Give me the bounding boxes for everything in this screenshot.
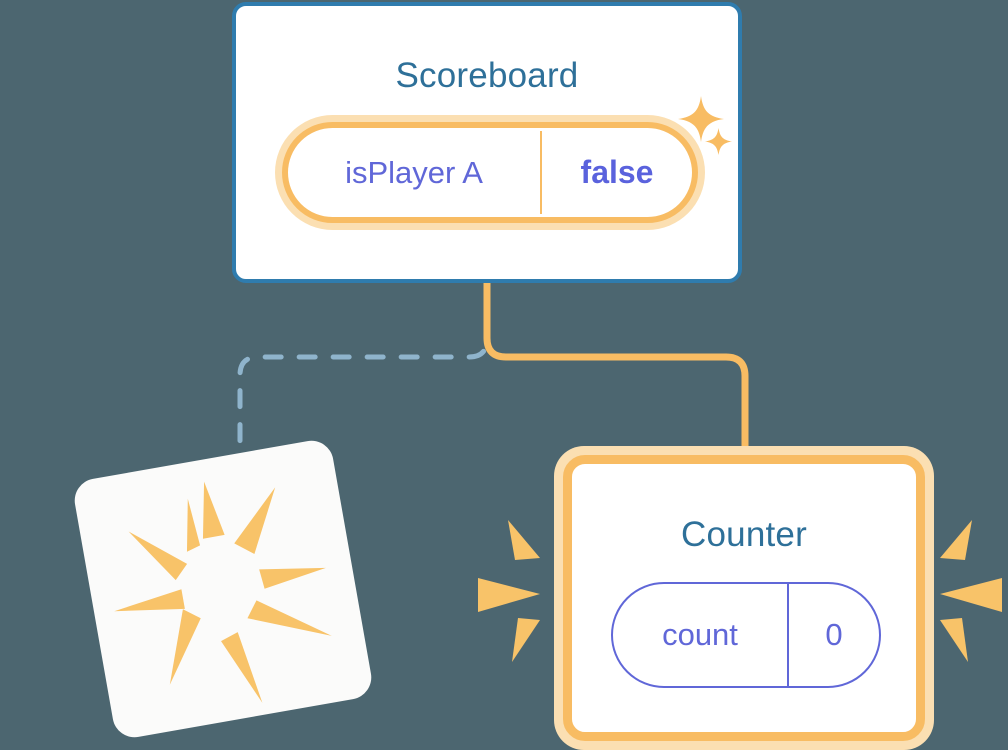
burst-ray	[508, 520, 540, 560]
connector-scoreboard-to-flash	[237, 281, 490, 471]
burst-ray	[512, 618, 540, 662]
pill-divider	[540, 131, 542, 214]
counter-burst-left	[478, 520, 540, 662]
counter-state-pill[interactable]: count 0	[611, 582, 881, 688]
state-value-label: false	[580, 154, 654, 190]
sparkle-large-icon	[678, 96, 724, 142]
burst-ray	[940, 520, 972, 560]
burst-ray	[940, 618, 968, 662]
burst-ray	[221, 632, 263, 703]
scoreboard-title: Scoreboard	[395, 56, 579, 95]
flashing-card-burst	[114, 481, 332, 703]
burst-ray	[478, 578, 540, 612]
burst-ray	[247, 600, 332, 636]
burst-ray	[169, 609, 201, 685]
sparkle-small-icon	[705, 128, 732, 155]
state-key-label: count	[662, 617, 738, 652]
scoreboard-state-pill[interactable]: isPlayer A false	[275, 115, 705, 230]
burst-ray	[186, 498, 201, 552]
connector-scoreboard-to-counter	[483, 280, 749, 462]
state-key-label: isPlayer A	[345, 154, 483, 190]
state-pill-highlighted[interactable]: isPlayer A false	[282, 122, 698, 223]
counter-title: Counter	[681, 515, 807, 554]
burst-ray	[128, 531, 188, 581]
pill-divider	[787, 584, 789, 686]
burst-ray	[202, 481, 225, 539]
state-value-label: 0	[825, 617, 843, 652]
burst-ray	[234, 487, 276, 555]
burst-ray	[114, 589, 185, 612]
burst-ray	[259, 567, 326, 589]
burst-ray	[940, 578, 1002, 612]
counter-burst-right	[940, 520, 1002, 662]
